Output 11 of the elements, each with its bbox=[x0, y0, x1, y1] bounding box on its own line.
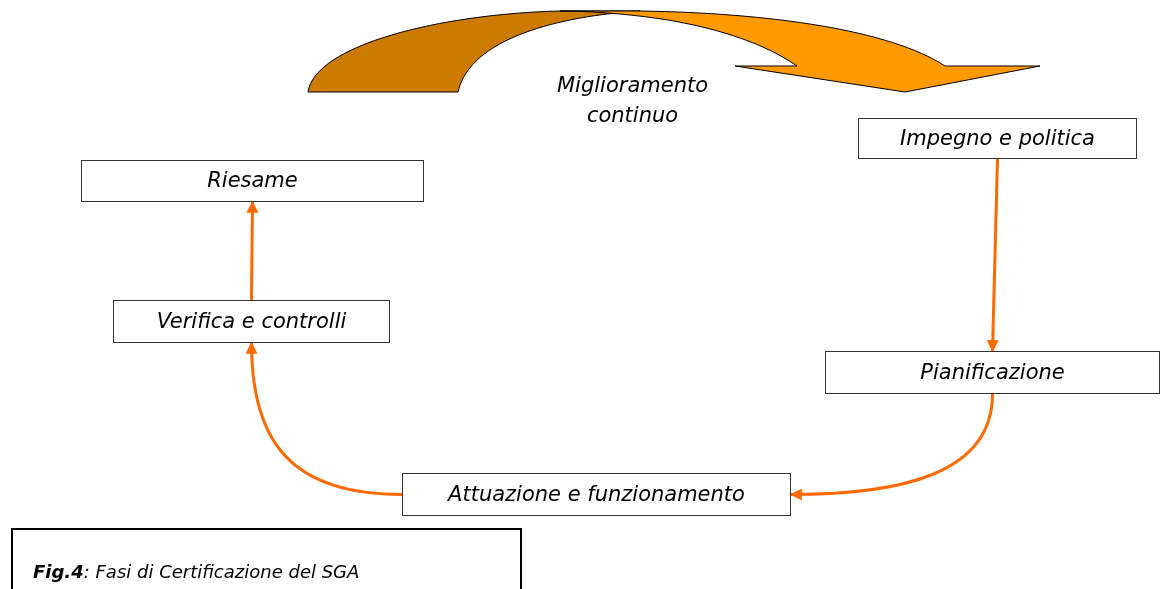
process-box: Riesame bbox=[81, 160, 424, 202]
figure-caption: Fig.4: Fasi di Certificazione del SGA bbox=[33, 560, 360, 584]
cycle-label: Miglioramento continuo bbox=[555, 72, 710, 129]
process-box: Attuazione e funzionamento bbox=[402, 473, 791, 516]
arrow bbox=[789, 393, 994, 501]
arrow bbox=[986, 158, 999, 353]
process-box: Verifica e controlli bbox=[113, 300, 390, 343]
arrow bbox=[246, 200, 259, 300]
arrow bbox=[245, 341, 403, 496]
process-box: Impegno e politica bbox=[858, 118, 1137, 159]
process-box: Pianificazione bbox=[825, 351, 1160, 394]
